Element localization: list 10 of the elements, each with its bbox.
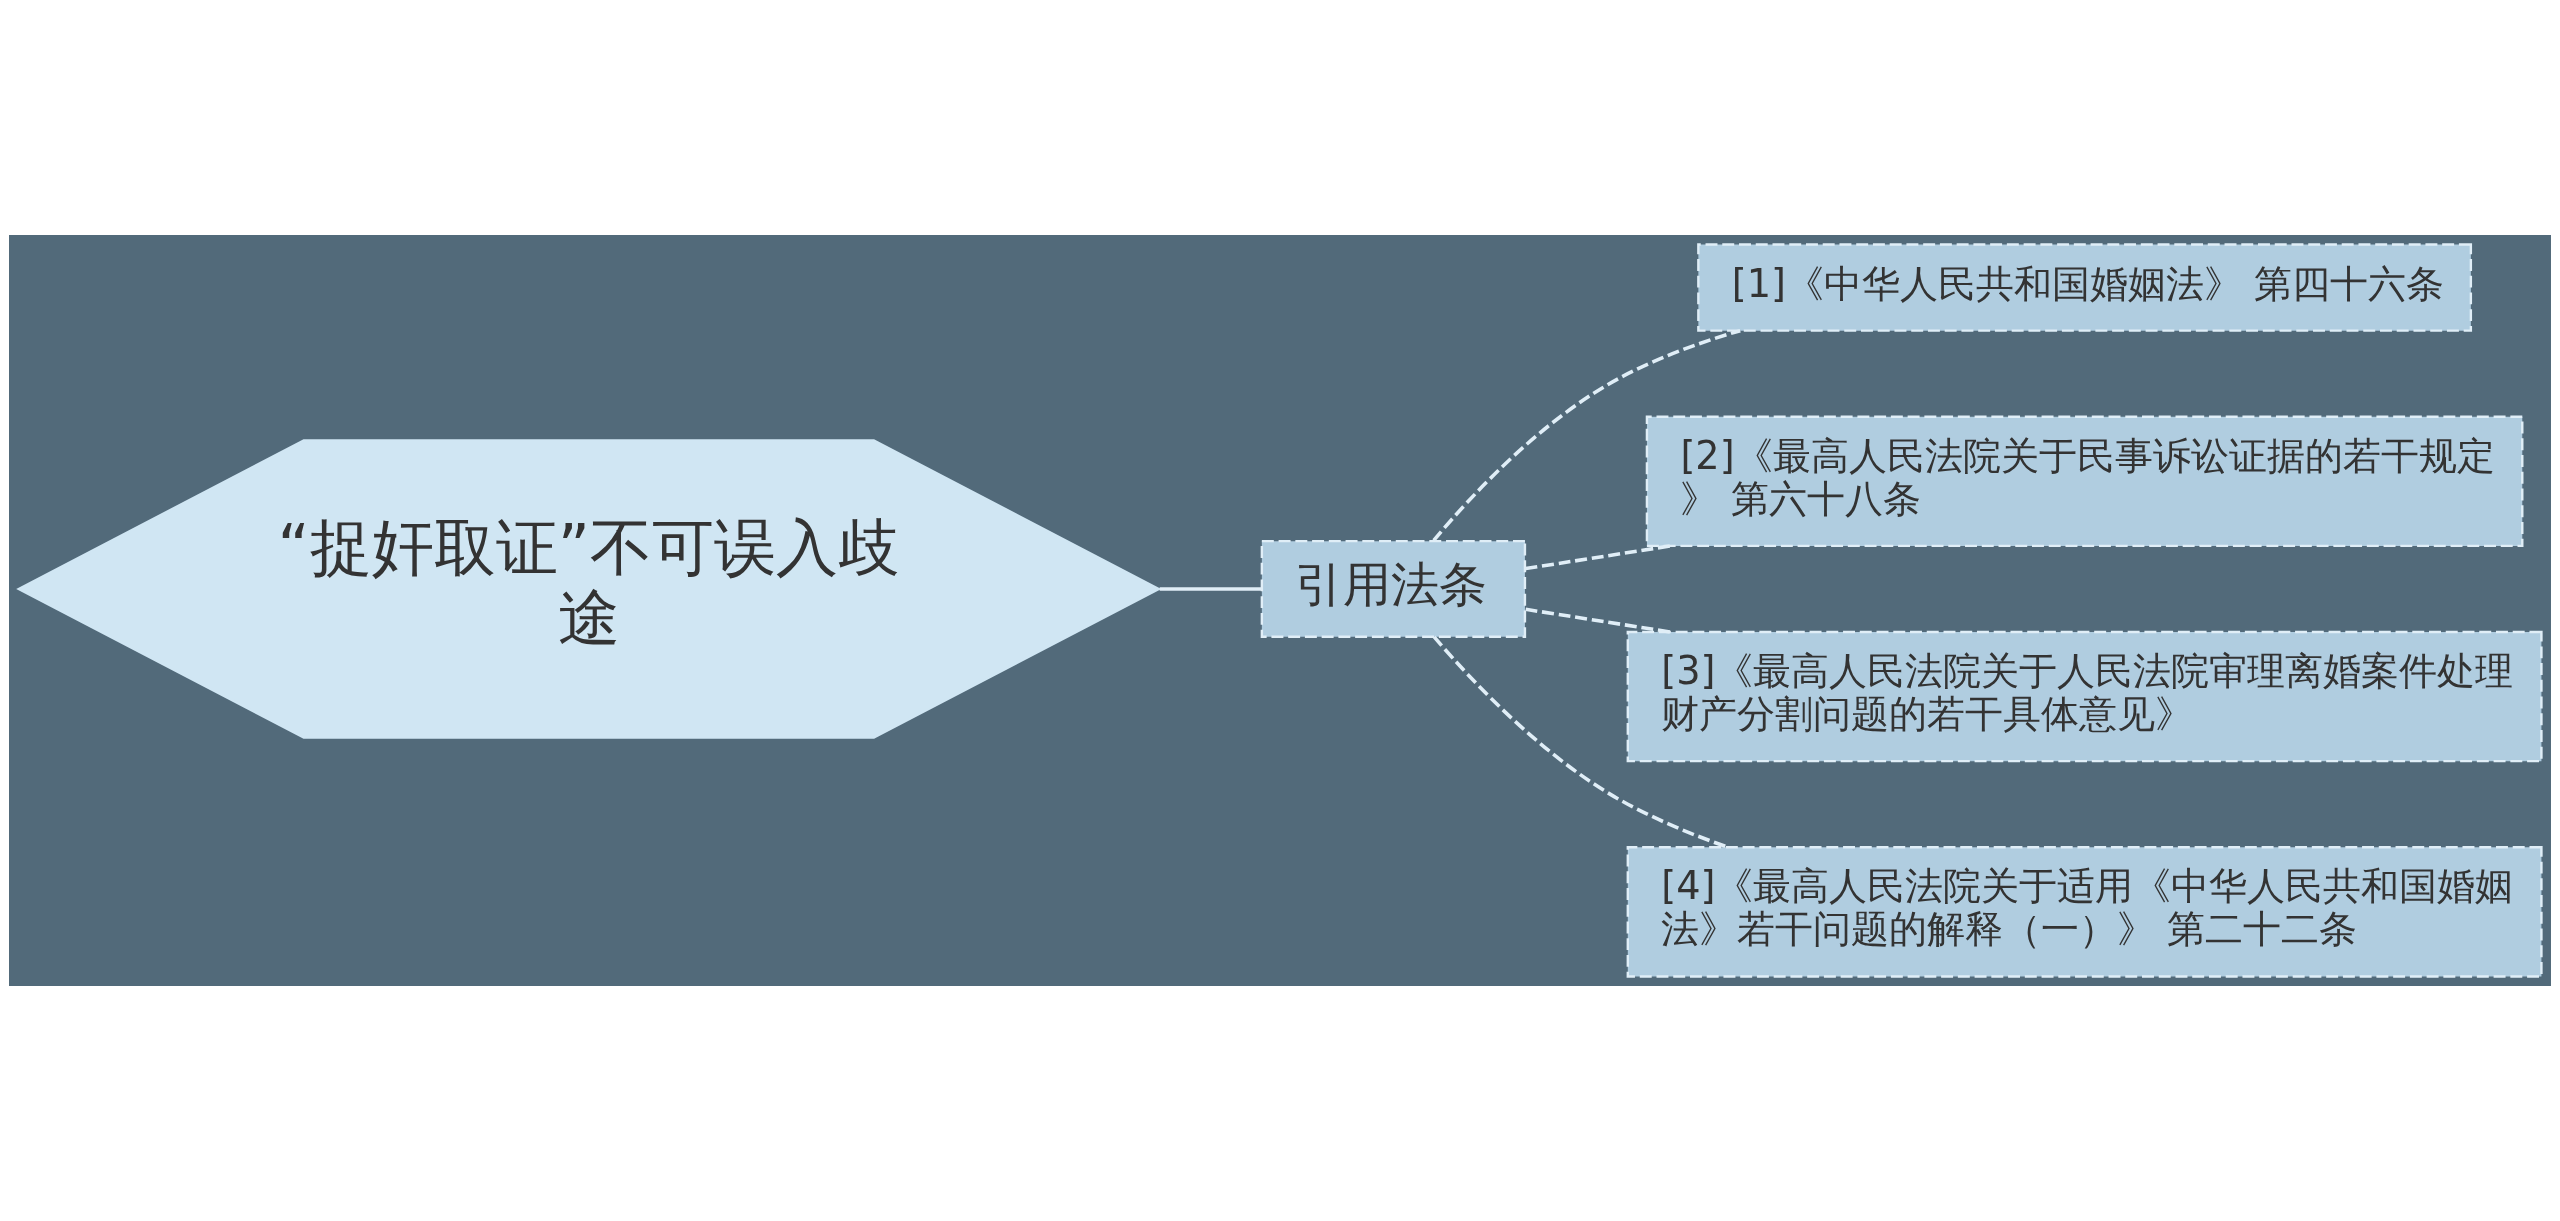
connector bbox=[1432, 328, 1741, 542]
connector bbox=[1525, 607, 1671, 634]
node-box: [4]《最高人民法院关于适用《中华人民共和国婚姻法》若干问题的解释（一）》 第二十二条 bbox=[1626, 846, 2543, 978]
connector bbox=[1159, 587, 1262, 591]
node-box: [3]《最高人民法院关于人民法院审理离婚案件处理财产分割问题的若干具体意见》 bbox=[1626, 630, 2543, 763]
node-box: [1]《中华人民共和国婚姻法》 第四十六条 bbox=[1697, 243, 2473, 332]
connector bbox=[1525, 544, 1671, 571]
node-box: [2]《最高人民法院关于民事诉讼证据的若干规定》 第六十八条 bbox=[1645, 415, 2524, 548]
connector bbox=[1432, 635, 1729, 849]
node-box: 引用法条 bbox=[1260, 539, 1527, 638]
